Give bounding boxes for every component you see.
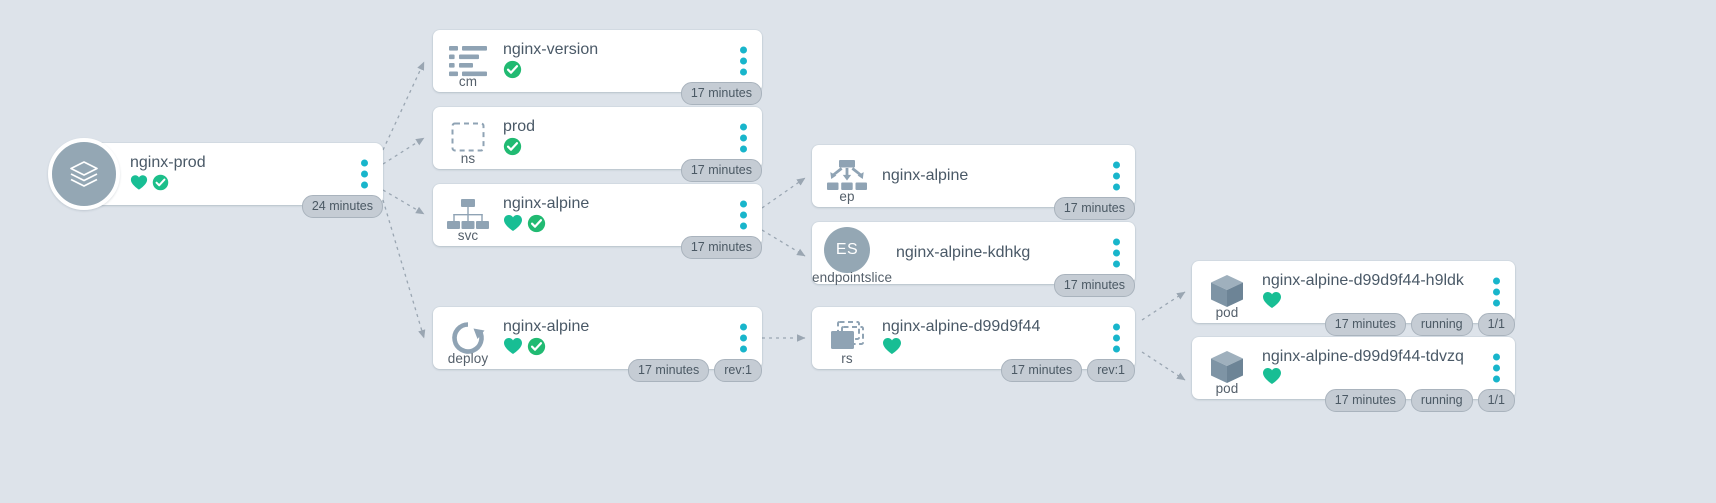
resource-kind-label: svc: [457, 227, 479, 243]
age-badge: 17 minutes: [1053, 273, 1135, 297]
endpointslice-badge-text: ES: [824, 226, 870, 273]
service-hierarchy-icon: svc: [433, 184, 503, 246]
node-pod-nginx-alpine-d99d9f44-tdvzq[interactable]: pod nginx-alpine-d99d9f44-tdvzq 17 minut…: [1192, 337, 1515, 412]
badge-group: 17 minutes rev:1: [1001, 358, 1135, 382]
node-pod-nginx-alpine-d99d9f44-h9ldk[interactable]: pod nginx-alpine-d99d9f44-h9ldk 17 minut…: [1192, 261, 1515, 336]
actions-menu-button[interactable]: [1491, 277, 1501, 307]
check-circle-icon: [503, 137, 522, 161]
age-badge: 17 minutes: [1324, 312, 1406, 336]
actions-menu-button[interactable]: [738, 123, 748, 153]
actions-menu-button[interactable]: [738, 46, 748, 76]
resource-kind-label: pod: [1215, 380, 1239, 396]
node-configmap-nginx-version[interactable]: cm nginx-version 17 minutes: [433, 30, 762, 105]
age-badge: 17 minutes: [1001, 358, 1083, 382]
check-circle-icon: [152, 174, 169, 196]
health-status-group: [130, 174, 345, 196]
node-title: nginx-alpine-d99d9f44-h9ldk: [1262, 271, 1464, 289]
node-deployment-nginx-alpine[interactable]: deploy nginx-alpine: [433, 307, 762, 382]
heart-icon: [503, 214, 523, 237]
badge-group: 17 minutes rev:1: [628, 358, 762, 382]
node-title: nginx-alpine: [503, 317, 590, 335]
resource-kind-label: endpointslice: [812, 270, 893, 285]
heart-icon: [882, 337, 902, 360]
check-circle-icon: [527, 214, 546, 238]
heart-icon: [503, 337, 523, 360]
check-circle-icon: [527, 337, 546, 361]
endpoints-distribute-icon: ep: [812, 145, 882, 207]
health-status-group: [1262, 291, 1477, 314]
heart-icon: [130, 174, 148, 196]
configmap-list-icon: cm: [433, 30, 503, 92]
age-badge: 17 minutes: [1324, 388, 1406, 412]
node-title: nginx-alpine-d99d9f44: [882, 317, 1041, 335]
resource-kind-label: deploy: [447, 350, 489, 366]
health-status-group: [1262, 367, 1477, 390]
badge-group: 17 minutes: [680, 81, 762, 105]
layers-stack-icon: [48, 138, 120, 210]
actions-menu-button[interactable]: [359, 159, 369, 189]
node-title: nginx-alpine: [503, 194, 590, 212]
phase-badge: running: [1410, 312, 1473, 336]
node-title: prod: [503, 117, 536, 135]
resource-kind-label: ns: [460, 150, 476, 166]
pod-cube-icon: pod: [1192, 337, 1262, 399]
actions-menu-button[interactable]: [1111, 323, 1121, 353]
age-badge: 24 minutes: [301, 194, 383, 218]
badge-group: 17 minutes: [1053, 196, 1135, 220]
age-badge: 17 minutes: [628, 358, 710, 382]
age-badge: 17 minutes: [680, 81, 762, 105]
ready-badge: 1/1: [1477, 312, 1515, 336]
actions-menu-button[interactable]: [1111, 161, 1121, 191]
age-badge: 17 minutes: [680, 158, 762, 182]
namespace-dashed-square-icon: ns: [433, 107, 503, 169]
health-status-group: [503, 60, 724, 84]
resource-kind-label: pod: [1215, 304, 1239, 320]
resource-kind-label: rs: [841, 350, 853, 366]
health-status-group: [882, 337, 1097, 360]
badge-group: 17 minutes: [680, 235, 762, 259]
replicaset-stacked-boxes-icon: rs: [812, 307, 882, 369]
health-status-group: [503, 337, 724, 361]
actions-menu-button[interactable]: [1111, 238, 1121, 268]
deployment-rotate-icon: deploy: [433, 307, 503, 369]
phase-badge: running: [1410, 388, 1473, 412]
node-title: nginx-alpine-kdhkg: [896, 243, 1031, 261]
heart-icon: [1262, 367, 1282, 390]
resource-kind-label: ep: [839, 188, 855, 204]
age-badge: 17 minutes: [680, 235, 762, 259]
badge-group: 17 minutes: [680, 158, 762, 182]
heart-icon: [1262, 291, 1282, 314]
node-endpointslice-nginx-alpine-kdhkg[interactable]: ES endpointslice nginx-alpine-kdhkg 17 m…: [812, 222, 1135, 297]
node-namespace-prod[interactable]: ns prod 17 minutes: [433, 107, 762, 182]
resource-kind-label: cm: [458, 73, 478, 89]
revision-badge: rev:1: [1087, 358, 1135, 382]
ready-badge: 1/1: [1477, 388, 1515, 412]
actions-menu-button[interactable]: [1491, 353, 1501, 383]
node-title: nginx-alpine-d99d9f44-tdvzq: [1262, 347, 1464, 365]
node-replicaset-nginx-alpine-d99d9f44[interactable]: rs nginx-alpine-d99d9f44 17 minutes rev:…: [812, 307, 1135, 382]
revision-badge: rev:1: [714, 358, 762, 382]
actions-menu-button[interactable]: [738, 200, 748, 230]
badge-group: 17 minutes running 1/1: [1324, 388, 1515, 412]
health-status-group: [503, 214, 724, 238]
node-title: nginx-alpine: [882, 166, 969, 184]
node-title: nginx-version: [503, 40, 599, 58]
node-title: nginx-prod: [130, 153, 206, 171]
node-endpoints-nginx-alpine[interactable]: ep nginx-alpine 17 minutes: [812, 145, 1135, 220]
health-status-group: [503, 137, 724, 161]
badge-group: 17 minutes running 1/1: [1324, 312, 1515, 336]
check-circle-icon: [503, 60, 522, 84]
node-application-nginx-prod[interactable]: nginx-prod: [48, 138, 383, 218]
badge-group: 24 minutes: [301, 194, 383, 218]
node-service-nginx-alpine[interactable]: svc nginx-alpine: [433, 184, 762, 259]
age-badge: 17 minutes: [1053, 196, 1135, 220]
actions-menu-button[interactable]: [738, 323, 748, 353]
pod-cube-icon: pod: [1192, 261, 1262, 323]
endpointslice-es-badge-icon: ES endpointslice: [812, 218, 893, 289]
badge-group: 17 minutes: [1053, 273, 1135, 297]
